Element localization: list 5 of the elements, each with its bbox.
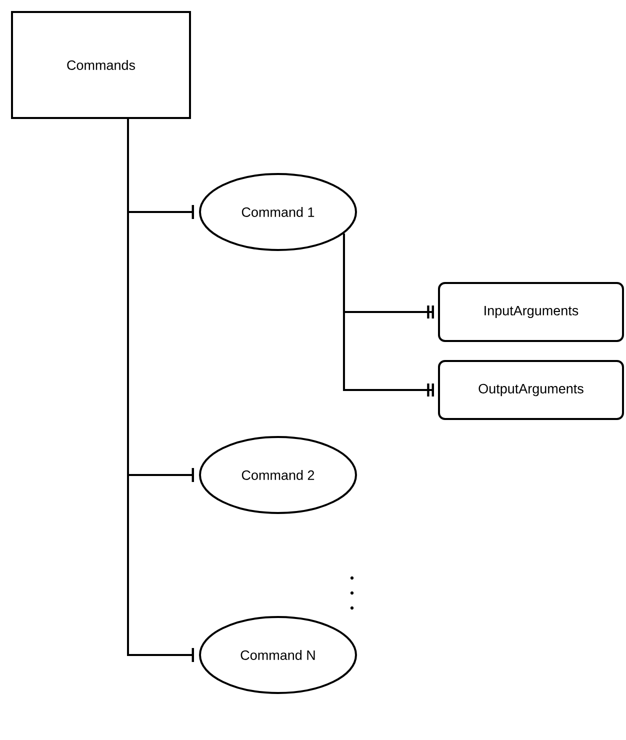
attribute-box: OutputArguments <box>438 360 624 420</box>
connector <box>127 119 194 662</box>
connector <box>342 233 434 396</box>
entity-box: Commands <box>11 11 191 119</box>
attribute-box: InputArguments <box>438 282 624 342</box>
